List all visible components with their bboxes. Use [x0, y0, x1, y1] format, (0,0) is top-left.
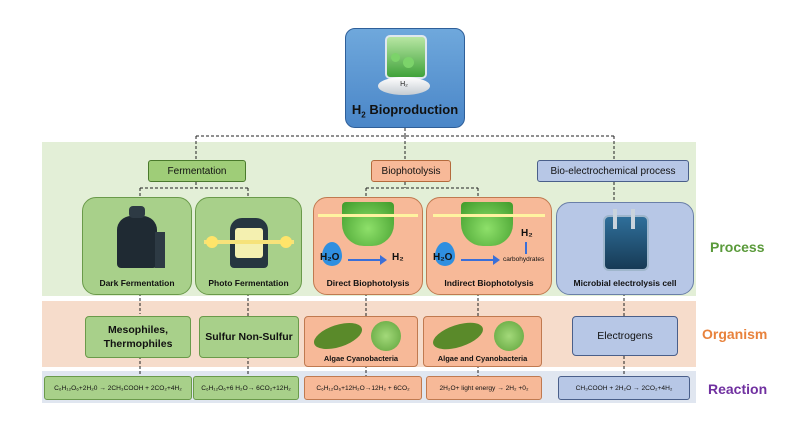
dark-fermenter-icon [109, 206, 165, 268]
reaction-4: 2H₂O+ light energy → 2H₂ +0₂ [426, 376, 542, 400]
arrow-right-icon [348, 259, 382, 261]
organism-sulfur: Sulfur Non-Sulfur [199, 316, 299, 358]
page-title: H2 Bioproduction [351, 102, 459, 120]
organism-side-label: Organism [702, 326, 768, 342]
h2-label: H₂ [392, 252, 404, 263]
reaction-5: CH₃COOH + 2H₂O → 2CO₂+4H₂ [558, 376, 690, 400]
arrow-right-icon [461, 259, 495, 261]
algae-flask-icon [342, 202, 394, 246]
arrowhead-icon [493, 255, 500, 265]
cyanobacteria-icon [494, 321, 524, 351]
process-side-label: Process [710, 239, 765, 255]
indirect-biophotolysis-panel: H₂O carbohydrates H₂ Indirect Biophotoly… [426, 197, 552, 295]
algae-flask-icon [461, 202, 513, 246]
seaweed-icon [429, 317, 487, 355]
organism-algae2-label: Algae and Cyanobacteria [437, 354, 528, 363]
photo-fermentation-label: Photo Fermentation [208, 278, 289, 288]
reaction-side-label: Reaction [708, 381, 768, 397]
light-beam-icon [318, 214, 418, 217]
organism-algae1-label: Algae Cyanobacteria [323, 354, 399, 363]
arrowhead-icon [380, 255, 387, 265]
light-beam-icon [433, 214, 545, 217]
seaweed-icon [310, 317, 366, 355]
reactor-jar-image: H₂ [378, 35, 430, 97]
reaction-1: C₆H₁₂O₆+2H₂0 → 2CH₃COOH + 2CO₂+4H₂ [44, 376, 192, 400]
h2o-label: H₂O [320, 252, 340, 263]
reaction-3: C₆H₁₂O₆+12H₂O→12H₂ + 6CO₂ [304, 376, 422, 400]
water-drop-icon [322, 242, 342, 266]
biophotolysis-header: Biophotolysis [371, 160, 451, 182]
electrolysis-cell-icon [599, 209, 649, 271]
bioelectro-header: Bio-electrochemical process [537, 160, 689, 182]
direct-biophotolysis-label: Direct Biophotolysis [326, 278, 410, 288]
mec-label: Microbial electrolysis cell [573, 278, 677, 288]
organism-electrogens: Electrogens [572, 316, 678, 356]
cyanobacteria-icon [371, 321, 401, 351]
water-drop-icon [435, 242, 455, 266]
mec-panel: Microbial electrolysis cell [556, 202, 694, 295]
direct-biophotolysis-panel: H₂O H₂ Direct Biophotolysis [313, 197, 423, 295]
dark-fermentation-label: Dark Fermentation [99, 278, 175, 288]
arrow-up-icon [525, 242, 527, 254]
reaction-2: C₆H₁₂O₆+6 H₂O→ 6CO₂+12H₂ [193, 376, 299, 400]
fermentation-header: Fermentation [148, 160, 246, 182]
carbohydrates-label: carbohydrates [503, 256, 545, 263]
title-card: H₂ H2 Bioproduction [345, 28, 465, 128]
organism-algae2-box: Algae and Cyanobacteria [423, 316, 542, 367]
organism-algae1-box: Algae Cyanobacteria [304, 316, 418, 367]
photo-fermentation-panel: Photo Fermentation [195, 197, 302, 295]
indirect-biophotolysis-label: Indirect Biophotolysis [444, 278, 534, 288]
h2-label: H₂ [521, 228, 533, 239]
jar-label: H₂ [400, 81, 408, 88]
dark-fermentation-panel: Dark Fermentation [82, 197, 192, 295]
photo-fermenter-icon [204, 206, 294, 270]
organism-meso: Mesophiles, Thermophiles [85, 316, 191, 358]
h2o-label: H₂O [433, 252, 453, 263]
